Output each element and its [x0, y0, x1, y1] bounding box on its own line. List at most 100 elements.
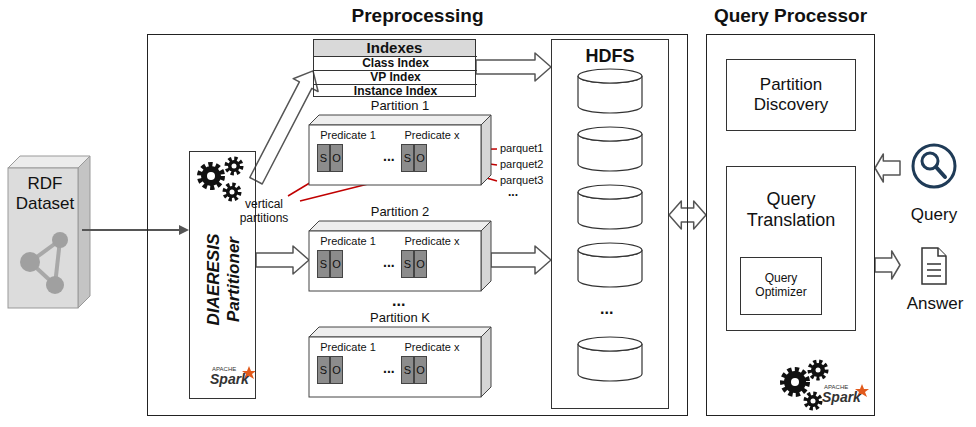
node-text: O [332, 152, 341, 165]
object-column: O [414, 144, 427, 172]
node-text: S [404, 364, 411, 377]
gear-icon [200, 159, 241, 199]
node-text: Query [911, 205, 957, 225]
connector [82, 225, 189, 235]
search-icon [913, 145, 955, 187]
node-text: Predicate x [404, 235, 459, 248]
node-text: Query Translation [727, 167, 855, 230]
arrow-head [179, 225, 189, 235]
process-box: Partition Discovery [726, 59, 856, 131]
predicate-group: Predicate 1 SO [315, 129, 381, 173]
node-text: S [320, 258, 327, 271]
node-text: O [332, 258, 341, 271]
annotation-label: ... [383, 148, 395, 164]
annotation-label: parquet1 [500, 142, 543, 155]
partition-box: Partition 2Predicate 1SOPredicate xSO [309, 221, 491, 291]
node-text: Query Optimizer [741, 272, 821, 300]
annotation-label: parquet3 [500, 174, 543, 187]
block-arrow [476, 53, 551, 81]
stage-frame: PreprocessingDIAERESIS PartitionerIndexe… [147, 34, 688, 416]
node-text: HDFS [586, 40, 635, 67]
node-text: Query Processor [687, 5, 894, 27]
predicate-group: Predicate 1 SO [315, 341, 381, 385]
storage-box: HDFS [551, 39, 669, 409]
predicate-group: Predicate 1 SO [315, 235, 381, 279]
node-text: O [332, 364, 341, 377]
node-text: O [416, 364, 425, 377]
connector-line [82, 229, 180, 231]
node-text: Partition Discovery [727, 75, 855, 114]
node-text: Predicate x [404, 341, 459, 354]
annotation-label: vertical partitions [232, 198, 296, 226]
annotation-label: ... [508, 186, 518, 200]
annotation-label: ... [392, 292, 405, 310]
front-face [309, 231, 481, 291]
block-arrow [875, 251, 900, 279]
node-text: Partition K [289, 311, 511, 326]
side-face [481, 327, 491, 397]
query-icon: Query [900, 140, 968, 225]
processor-frame: Query ProcessorPartition DiscoveryQuery … [706, 34, 875, 416]
node-text: Partition 2 [289, 205, 511, 220]
object-column: O [330, 250, 343, 278]
node-text: Instance Index [354, 85, 437, 98]
annotation-label: Spark [210, 371, 249, 387]
connector [491, 246, 551, 274]
subject-column: S [317, 356, 330, 384]
node-text: Predicate 1 [320, 129, 376, 142]
index-box: IndexesClass IndexVP IndexInstance Index [313, 39, 476, 97]
annotation-label: parquet2 [500, 158, 543, 171]
node-text: VP Index [370, 71, 420, 84]
node-text: O [416, 152, 425, 165]
partitioner-box: DIAERESIS Partitioner [189, 151, 256, 399]
partition-box: Partition 1Predicate 1SOPredicate xSO [309, 115, 491, 185]
subject-column: S [401, 250, 414, 278]
connector [875, 154, 900, 182]
subject-column: S [317, 144, 330, 172]
predicate-group: Predicate x SO [399, 235, 465, 279]
subject-column: S [401, 144, 414, 172]
node-text: Answer [907, 294, 964, 314]
dataset-cube: RDF Dataset [8, 160, 82, 308]
node-text: Predicate 1 [320, 235, 376, 248]
connector [875, 251, 900, 279]
object-column: O [414, 356, 427, 384]
side-face [481, 115, 491, 185]
annotation-label: ... [600, 300, 613, 318]
node-text: S [404, 258, 411, 271]
block-arrow [875, 154, 900, 182]
node-text: Predicate 1 [320, 341, 376, 354]
predicate-group: Predicate x SO [399, 129, 465, 173]
node-text: S [320, 364, 327, 377]
answer-icon: Answer [900, 242, 970, 314]
block-arrow [491, 246, 551, 274]
node-text: S [320, 152, 327, 165]
block-arrow [256, 246, 309, 274]
node-text: Class Index [362, 57, 429, 70]
node-text: Preprocessing [128, 5, 707, 27]
rdf-cube [8, 156, 90, 308]
top-face [309, 115, 491, 125]
object-column: O [414, 250, 427, 278]
block-arrow [250, 71, 318, 184]
process-box: Query Optimizer [740, 257, 822, 315]
front-face [309, 337, 481, 397]
node-text: O [416, 258, 425, 271]
node-text: RDF Dataset [8, 160, 82, 213]
index-row: VP Index [314, 70, 477, 84]
node-text: S [404, 152, 411, 165]
index-row: Class Index [314, 56, 477, 70]
top-face [309, 327, 491, 337]
annotation-label: ... [383, 254, 395, 270]
side-face [481, 221, 491, 291]
subject-column: S [317, 250, 330, 278]
annotation-label: ... [383, 360, 395, 376]
node-text: DIAERESIS Partitioner [204, 205, 243, 355]
connector [250, 71, 318, 184]
document-icon [922, 248, 946, 284]
predicate-group: Predicate x SO [399, 341, 465, 385]
gear-icon [783, 362, 826, 408]
connector [476, 53, 551, 81]
node-text: Predicate x [404, 129, 459, 142]
